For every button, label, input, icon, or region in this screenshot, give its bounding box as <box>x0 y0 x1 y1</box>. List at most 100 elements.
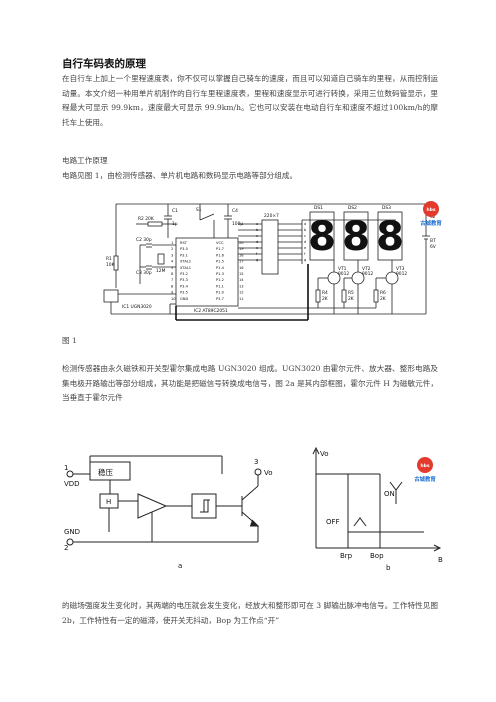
digit-display-1: 8 <box>308 214 336 260</box>
label-crystal: 12M <box>156 268 166 274</box>
svg-text:古城教育: 古城教育 <box>414 475 436 483</box>
label-c2: C2 30p <box>136 237 152 243</box>
ic-pin-name-left: P3.3 <box>180 278 188 282</box>
label-c1: C1 <box>172 208 178 214</box>
segment-label: e <box>256 246 259 250</box>
segment-label: f <box>256 252 258 256</box>
label-vt3-type: 9012 <box>396 271 407 277</box>
ic-pin-number-left: 2 <box>171 247 173 251</box>
segment-label-display: a <box>304 222 306 226</box>
ic-pin-number-left: 1 <box>171 241 173 245</box>
vdd-label: VDD <box>64 480 80 488</box>
ic-pin-number-right: 14 <box>239 278 244 282</box>
ic-pin-number-left: 3 <box>171 253 173 257</box>
label-r4-value: 2K <box>322 296 328 302</box>
watermark-logo-2: hbs 古城教育 <box>414 457 436 483</box>
segment-label: c <box>256 234 258 238</box>
figure-1-caption: 图 1 <box>62 336 77 345</box>
segment-label: d <box>256 240 258 244</box>
ic-pin-name-right: P3.7 <box>216 297 224 301</box>
label-resistor-bank: 220×7 <box>264 213 279 219</box>
ic-pin-number-right: 15 <box>239 272 244 276</box>
segment-label-display: b <box>304 228 307 232</box>
label-r1-value: 10K <box>106 262 115 268</box>
ic-pin-number-right: 11 <box>239 297 244 301</box>
ic-pin-number-right: 17 <box>239 260 244 264</box>
label-ds3: DS3 <box>382 205 391 211</box>
tail-paragraph: 的磁场强度发生变化时，其两端的电压就会发生变化，经放大和整形即可在 3 脚输出脉… <box>62 601 438 625</box>
ic-pin-name-right: P1.7 <box>216 247 224 251</box>
segment-label-display: f <box>304 252 306 256</box>
label-battery: BT <box>430 238 436 244</box>
svg-text:古城教育: 古城教育 <box>420 219 442 227</box>
regulator-label: 稳压 <box>98 467 113 477</box>
label-battery-value: 6V <box>430 244 436 250</box>
block-diagram-2a: 1 VDD 稳压 H 3 Vo GND 2 a <box>64 455 273 570</box>
label-ic2: IC2 AT89C2051 <box>194 308 228 314</box>
hall-sensor-paragraph: 检测传感器由永久磁铁和开关型霍尔集成电路 UGN3020 组成。UGN3020 … <box>62 364 438 403</box>
section-heading: 电路工作原理 <box>62 156 108 165</box>
gnd-label: GND <box>64 528 80 536</box>
label-vt1: VT1 <box>338 266 347 272</box>
watermark-logo-1: hbs 古城教育 <box>420 201 442 227</box>
ic-pin-number-left: 7 <box>171 278 173 282</box>
ic-pin-number-right: 20 <box>239 241 244 245</box>
off-label: OFF <box>326 518 340 526</box>
ic-pin-name-right: P1.5 <box>216 260 224 264</box>
label-r5-value: 2K <box>348 296 354 302</box>
ic-pin-name-right: P1.1 <box>216 284 224 288</box>
label-r4: R4 <box>322 290 328 296</box>
label-vt2-type: 9012 <box>362 271 373 277</box>
ic-pin-name-right: P1.0 <box>216 291 225 295</box>
brp-label: Brp <box>340 552 353 560</box>
ic-pin-name-left: GND <box>180 297 188 301</box>
ic-pin-name-right: P1.3 <box>216 272 224 276</box>
label-ds2: DS2 <box>348 205 357 211</box>
pin1-label: 1 <box>64 464 68 472</box>
on-label: ON <box>384 490 395 498</box>
digit-display-2: 8 <box>342 214 370 260</box>
ic-pin-number-left: 5 <box>171 266 173 270</box>
label-r1: R1 <box>106 256 112 262</box>
label-r5: R5 <box>348 290 354 296</box>
ic-pin-number-left: 8 <box>171 284 174 288</box>
ic-pin-name-right: P1.6 <box>216 253 225 257</box>
b-axis-label: B <box>438 556 443 564</box>
label-c3: C3 30p <box>136 270 152 276</box>
circuit-diagram: 8 8 8 C1 1μ S1 C4 100μ R2 20K C2 30p C3 … <box>103 203 436 321</box>
ic-pin-name-left: P3.2 <box>180 272 188 276</box>
label-s1: S1 <box>196 207 202 213</box>
segment-label: g <box>256 258 258 262</box>
intro-paragraph: 在自行车上加上一个里程速度表，你不仅可以掌握自己骑车的速度，而且可以知道自己骑车… <box>62 74 438 127</box>
ic-pin-name-right: P1.4 <box>216 266 225 270</box>
ic-pin-name-left: P3.5 <box>180 291 188 295</box>
ic-pin-number-right: 13 <box>239 284 244 288</box>
ic-pin-name-left: XTAL1 <box>180 266 191 270</box>
bop-label: Bop <box>370 552 384 560</box>
pin3-label: 3 <box>254 458 258 466</box>
ic-pin-number-right: 12 <box>239 291 244 295</box>
characteristic-plot-2b: Vo ON OFF B Brp Bop b <box>312 446 443 572</box>
digit-display-3: 8 <box>376 214 404 260</box>
label-ic1: IC1 UGN3020 <box>122 304 152 310</box>
ic-pin-number-left: 4 <box>171 260 174 264</box>
ic-pin-number-right: 19 <box>239 247 244 251</box>
label-vt2: VT2 <box>362 266 371 272</box>
ic-pin-name-left: P3.1 <box>180 253 188 257</box>
svg-text:hbs: hbs <box>426 207 435 213</box>
label-r6: R6 <box>380 290 386 296</box>
label-c4-value: 100μ <box>232 221 243 227</box>
label-r2: R2 20K <box>138 216 154 222</box>
label-ds1: DS1 <box>314 205 323 211</box>
ic-pin-number-left: 9 <box>171 291 174 295</box>
segment-label-display: c <box>304 234 306 238</box>
pin2-label: 2 <box>64 544 68 552</box>
segment-label-display: e <box>304 246 307 250</box>
ic-pin-name-left: RST <box>180 241 188 245</box>
label-r6-value: 2K <box>380 296 386 302</box>
ic-pin-name-right: P1.2 <box>216 278 224 282</box>
segment-label-display: g <box>304 258 306 262</box>
segment-label: b <box>256 228 259 232</box>
segment-label: a <box>256 222 258 226</box>
ic-pin-name-right: VCC <box>216 241 224 245</box>
